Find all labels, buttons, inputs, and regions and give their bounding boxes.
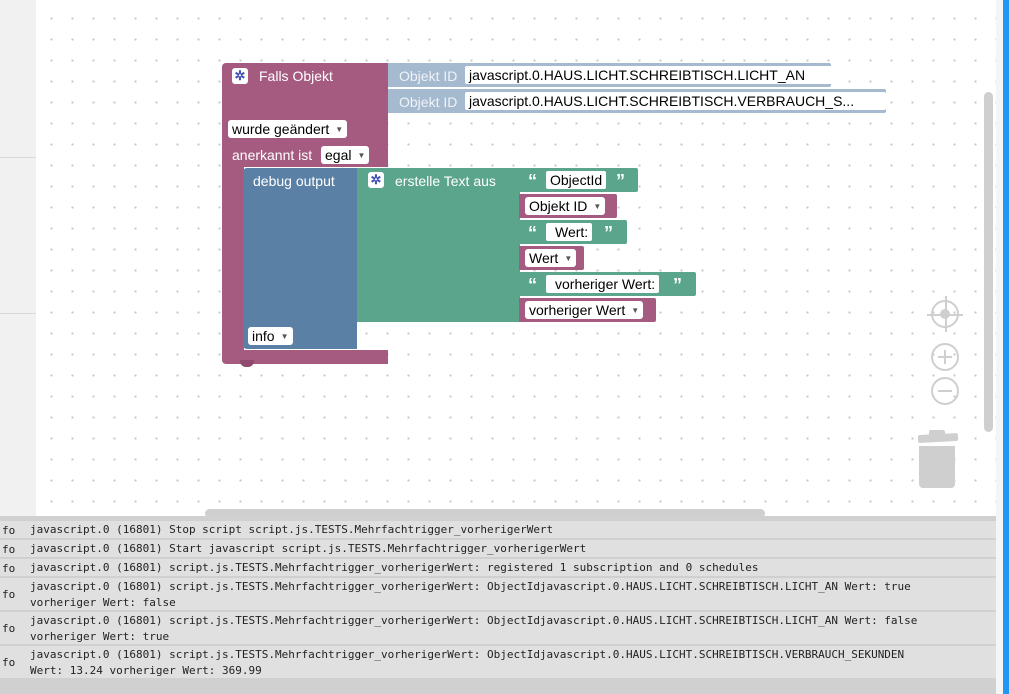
dropdown-arrow-icon: ▼ xyxy=(335,125,344,135)
change-mode-value: wurde geändert xyxy=(232,121,330,137)
object-id-field[interactable]: javascript.0.HAUS.LICHT.SCHREIBTISCH.VER… xyxy=(465,92,886,110)
object-id-label: Objekt ID xyxy=(399,94,458,110)
horizontal-scrollbar[interactable] xyxy=(205,509,765,518)
ack-value: egal xyxy=(325,147,352,163)
var-dropdown[interactable]: vorheriger Wert ▼ xyxy=(525,301,644,319)
log-level: fo xyxy=(2,622,16,635)
log-row: fo javascript.0 (16801) Start javascript… xyxy=(0,540,996,557)
ack-dropdown[interactable]: egal ▼ xyxy=(321,146,370,164)
debug-level-value: info xyxy=(252,328,275,344)
right-accent-bar xyxy=(1003,0,1009,694)
log-level: fo xyxy=(2,656,16,669)
log-level: fo xyxy=(2,543,16,556)
log-row: fo javascript.0 (16801) script.js.TESTS.… xyxy=(0,646,996,678)
log-level: fo xyxy=(2,524,16,537)
var-value: Objekt ID xyxy=(529,198,588,214)
debug-label: debug output xyxy=(253,173,335,189)
log-message: javascript.0 (16801) script.js.TESTS.Meh… xyxy=(30,614,918,643)
debug-level-dropdown[interactable]: info ▼ xyxy=(248,327,293,345)
log-message: javascript.0 (16801) Start javascript sc… xyxy=(30,542,587,555)
quote-open-icon: “ xyxy=(528,223,537,243)
var-dropdown[interactable]: Objekt ID ▼ xyxy=(525,197,606,215)
minus-icon[interactable] xyxy=(931,377,959,405)
log-message: javascript.0 (16801) Stop script script.… xyxy=(30,523,554,536)
quote-open-icon: “ xyxy=(528,171,537,191)
target-icon[interactable] xyxy=(927,296,963,332)
change-mode-dropdown[interactable]: wurde geändert ▼ xyxy=(228,120,348,138)
dropdown-arrow-icon: ▼ xyxy=(357,151,366,161)
var-value: Wert xyxy=(529,250,559,266)
object-id-label: Objekt ID xyxy=(399,68,458,84)
dropdown-arrow-icon: ▼ xyxy=(280,332,289,342)
log-row: fo javascript.0 (16801) Stop script scri… xyxy=(0,521,996,538)
trigger-label: Falls Objekt xyxy=(259,68,333,84)
var-dropdown[interactable]: Wert ▼ xyxy=(525,249,577,267)
object-id-field[interactable]: javascript.0.HAUS.LICHT.SCHREIBTISCH.LIC… xyxy=(465,66,833,84)
log-message: javascript.0 (16801) script.js.TESTS.Meh… xyxy=(30,561,759,574)
quote-close-icon: ” xyxy=(604,223,613,243)
quote-close-icon: ” xyxy=(673,275,682,295)
log-row: fo javascript.0 (16801) script.js.TESTS.… xyxy=(0,612,996,644)
ack-label: anerkannt ist xyxy=(232,147,313,163)
plus-icon[interactable] xyxy=(931,343,959,371)
log-message: javascript.0 (16801) script.js.TESTS.Meh… xyxy=(30,648,905,677)
vertical-scrollbar[interactable] xyxy=(984,92,993,432)
left-panel xyxy=(0,0,37,516)
text-join-label: erstelle Text aus xyxy=(395,173,496,189)
dropdown-arrow-icon: ▼ xyxy=(593,202,602,212)
text-field[interactable]: vorheriger Wert: xyxy=(546,275,660,293)
gear-icon[interactable]: ✲ xyxy=(232,68,248,84)
quote-open-icon: “ xyxy=(528,275,537,295)
log-row: fo javascript.0 (16801) script.js.TESTS.… xyxy=(0,559,996,576)
text-field[interactable]: ObjectId xyxy=(546,171,607,189)
log-level: fo xyxy=(2,562,16,575)
log-console: fo javascript.0 (16801) Stop script scri… xyxy=(0,516,996,694)
log-message: javascript.0 (16801) script.js.TESTS.Meh… xyxy=(30,580,911,609)
text-field[interactable]: Wert: xyxy=(546,223,593,241)
log-row: fo javascript.0 (16801) script.js.TESTS.… xyxy=(0,578,996,610)
quote-close-icon: ” xyxy=(616,171,625,191)
gear-icon[interactable]: ✲ xyxy=(368,172,384,188)
log-level: fo xyxy=(2,588,16,601)
dropdown-arrow-icon: ▼ xyxy=(631,306,640,316)
dropdown-arrow-icon: ▼ xyxy=(564,254,573,264)
var-value: vorheriger Wert xyxy=(529,302,626,318)
trash-icon[interactable] xyxy=(916,430,959,490)
